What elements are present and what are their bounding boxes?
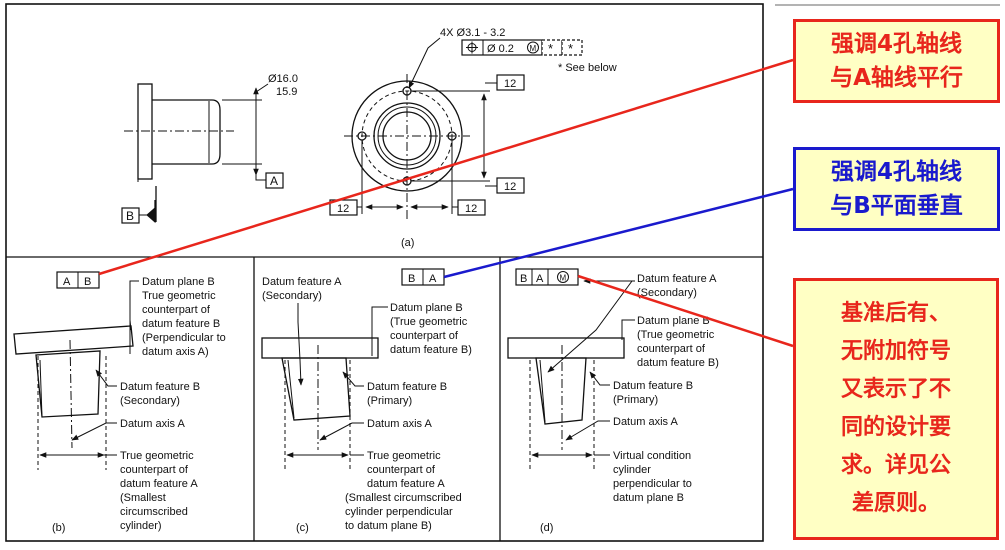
panel-b-label-counterpart: True geometric counterpart of datum feat…: [120, 450, 200, 532]
panel-b-frame-b: B: [84, 276, 91, 288]
callout-datum-order-line5: 求。详见公: [840, 453, 951, 478]
fcf-modifier: M: [530, 44, 537, 53]
dim-12-bottom-right: 12: [457, 199, 486, 216]
panel-c-frame-b: B: [408, 273, 415, 285]
svg-text:12: 12: [504, 78, 516, 90]
callout-parallel-line2: 与A轴线平行: [830, 65, 963, 91]
panel-c-label-counterpart: True geometric counterpart of datum feat…: [345, 450, 465, 532]
red-annotation-line-2: [577, 274, 794, 348]
callout-datum-order: 基准后有、 无附加符号 又表示了不 同的设计要 求。详见公 差原则。: [793, 278, 999, 540]
callout-parallel: 强调4孔轴线 与A轴线平行: [793, 19, 1000, 103]
dia-upper: Ø16.0: [268, 73, 298, 85]
panel-b-label-feature-b: Datum feature B (Secondary): [120, 381, 203, 407]
front-view: [344, 37, 497, 220]
fcf-tolerance: Ø 0.2: [487, 43, 514, 55]
panel-b-drawing: [13, 271, 139, 470]
dim-12-right-bottom: 12: [496, 177, 525, 194]
caption-c: (c): [296, 522, 309, 534]
panel-d-frame-a: A: [536, 273, 544, 285]
feature-control-frame: [461, 39, 583, 56]
panel-c-frame-a: A: [429, 273, 437, 285]
datum-a-letter: A: [270, 174, 278, 188]
panel-b-label-axis-a: Datum axis A: [120, 418, 185, 430]
caption-d: (d): [540, 522, 553, 534]
panel-d-frame-m: M: [560, 274, 567, 283]
panel-c-label-feature-b: Datum feature B (Primary): [367, 381, 450, 407]
dia-lower: 15.9: [276, 86, 297, 98]
fcf-modifier-circle: [527, 41, 539, 54]
panel-d-label-feature-b: Datum feature B (Primary): [613, 380, 696, 406]
callout-datum-order-line1: 基准后有、: [840, 301, 951, 326]
datum-a-box: [265, 172, 284, 189]
callout-perpendicular-line1: 强调4孔轴线: [830, 159, 962, 185]
hole-callout: 4X Ø3.1 - 3.2: [440, 27, 505, 39]
caption-b: (b): [52, 522, 65, 534]
svg-text:12: 12: [465, 203, 477, 215]
panel-d-frame-b: B: [520, 273, 527, 285]
dim-12-right-top: 12: [496, 74, 525, 91]
fcf-star-1: *: [548, 41, 553, 56]
panel-d-drawing: [507, 268, 635, 472]
fcf-star-2: *: [568, 41, 573, 56]
callout-datum-order-line6: 差原则。: [851, 491, 940, 516]
panel-b-label-datum-plane: Datum plane B True geometric counterpart…: [142, 276, 229, 358]
callout-perpendicular: 强调4孔轴线 与B平面垂直: [793, 147, 1000, 231]
side-view: [124, 83, 269, 222]
panel-c-label-axis-a: Datum axis A: [367, 418, 432, 430]
blue-annotation-line: [443, 187, 794, 279]
callout-datum-order-line2: 无附加符号: [840, 339, 951, 364]
callout-datum-order-line4: 同的设计要: [840, 415, 951, 440]
dim-12-bottom-left: 12: [329, 199, 358, 216]
see-below-note: * See below: [558, 62, 617, 74]
panel-c-label-datum-plane: Datum plane B (True geometric counterpar…: [390, 302, 472, 356]
panel-d-label-virtual-condition: Virtual condition cylinder perpendicular…: [613, 450, 695, 504]
caption-a: (a): [401, 237, 414, 249]
callout-perpendicular-line2: 与B平面垂直: [830, 193, 963, 219]
panel-d-label-feature-a: Datum feature A (Secondary): [637, 273, 719, 299]
svg-text:12: 12: [504, 181, 516, 193]
svg-text:12: 12: [337, 203, 349, 215]
panel-d-label-datum-plane: Datum plane B (True geometric counterpar…: [637, 315, 719, 369]
datum-b-letter: B: [126, 209, 134, 223]
callout-datum-order-line3: 又表示了不: [840, 377, 951, 402]
panel-c-drawing: [261, 268, 445, 472]
drawing-frame: [5, 3, 764, 542]
red-annotation-line: [98, 58, 794, 276]
panel-c-label-feature-a: Datum feature A (Secondary): [262, 276, 344, 302]
panel-d-label-axis-a: Datum axis A: [613, 416, 678, 428]
panel-b-frame-a: A: [63, 276, 71, 288]
callout-parallel-line1: 强调4孔轴线: [830, 31, 962, 57]
